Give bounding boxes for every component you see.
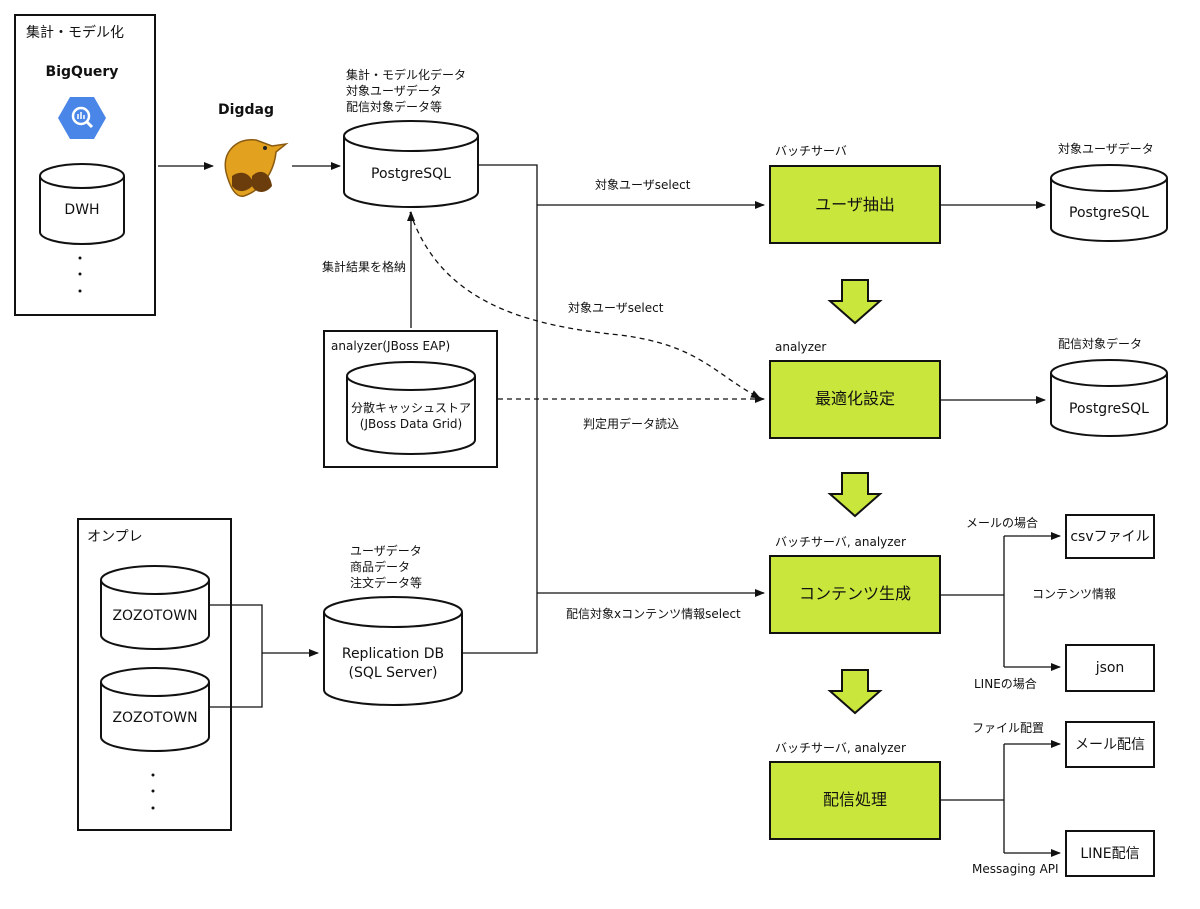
cache-label-1: 分散キャッシュストア [351, 400, 471, 415]
target-postgres-cylinder: PostgreSQL [1050, 164, 1168, 242]
data-bus-line [462, 164, 538, 654]
digdag-label: Digdag [218, 102, 274, 118]
line-delivery-box: LINE配信 [1065, 830, 1155, 877]
aggregation-ellipsis [78, 256, 82, 293]
dwh-cylinder: DWH [39, 163, 125, 245]
cache-label-2: (JBoss Data Grid) [360, 417, 462, 431]
process-generate: コンテンツ生成 [769, 555, 941, 634]
json-box: json [1065, 644, 1155, 692]
central-pg-note-1: 集計・モデル化データ [346, 67, 466, 82]
content-select-label: 配信対象xコンテンツ情報select [566, 607, 741, 621]
central-pg-label: PostgreSQL [371, 166, 451, 182]
csv-file-box: csvファイル [1065, 514, 1155, 559]
process-deliver: 配信処理 [769, 761, 941, 840]
generate-host-label: バッチサーバ, analyzer [775, 535, 906, 549]
delivery-pg-title: 配信対象データ [1058, 336, 1142, 351]
process-optimize: 最適化設定 [769, 360, 941, 439]
zozotown-label-1: ZOZOTOWN [112, 608, 197, 624]
json-label: json [1095, 660, 1125, 676]
target-select-label-2: 対象ユーザselect [568, 301, 664, 315]
csv-label: csvファイル [1070, 529, 1149, 545]
dwh-label: DWH [64, 202, 99, 218]
flow-arrow-3 [827, 669, 883, 715]
replication-db-notes: ユーザデータ 商品データ 注文データ等 [350, 543, 422, 590]
replication-note-3: 注文データ等 [350, 575, 422, 590]
zozotown-db-1: ZOZOTOWN [100, 565, 210, 650]
bigquery-label: BigQuery [46, 64, 119, 80]
cache-store-cylinder: 分散キャッシュストア (JBoss Data Grid) [346, 361, 476, 455]
flow-arrow-1 [827, 279, 883, 325]
digdag-bird-icon [224, 139, 289, 197]
zozotown-label-2: ZOZOTOWN [112, 710, 197, 726]
edge-zozotown-merge [210, 604, 263, 708]
replication-label-1: Replication DB [342, 646, 444, 662]
central-postgres-cylinder: PostgreSQL [343, 120, 479, 208]
replication-db-cylinder: Replication DB (SQL Server) [323, 596, 463, 706]
aggregation-title: 集計・モデル化 [26, 24, 124, 41]
digdag-node: Digdag [218, 102, 289, 197]
replication-note-1: ユーザデータ [350, 543, 422, 558]
content-info-label: コンテンツ情報 [1032, 587, 1116, 601]
target-select-label-1: 対象ユーザselect [595, 178, 691, 192]
json-edge-label: LINEの場合 [974, 676, 1037, 691]
aggregation-container: 集計・モデル化 BigQuery DWH [14, 14, 156, 316]
process-user-extract: ユーザ抽出 [769, 165, 941, 244]
deliver-label: 配信処理 [823, 790, 887, 809]
zozotown-db-2: ZOZOTOWN [100, 667, 210, 752]
delivery-postgres-cylinder: PostgreSQL [1050, 359, 1168, 437]
mail-label: メール配信 [1075, 737, 1145, 753]
extract-host-label: バッチサーバ [775, 144, 847, 158]
onpre-ellipsis [151, 773, 155, 810]
bigquery-icon [58, 97, 106, 139]
csv-edge-label: メールの場合 [966, 515, 1038, 530]
judgment-read-label: 判定用データ読込 [583, 416, 679, 431]
optimize-label: 最適化設定 [815, 389, 895, 408]
mail-delivery-box: メール配信 [1065, 721, 1155, 768]
optimize-host-label: analyzer [775, 340, 826, 354]
target-pg-label: PostgreSQL [1069, 205, 1149, 221]
deliver-host-label: バッチサーバ, analyzer [775, 741, 906, 755]
central-pg-note-3: 配信対象データ等 [346, 99, 442, 114]
onpre-container: オンプレ ZOZOTOWN ZOZOTOWN [77, 518, 232, 831]
analyzer-title: analyzer(JBoss EAP) [331, 339, 450, 353]
store-results-label: 集計結果を格納 [322, 259, 406, 274]
replication-label-2: (SQL Server) [349, 665, 438, 681]
flow-arrow-2 [827, 472, 883, 518]
line-label: LINE配信 [1080, 846, 1139, 862]
replication-note-2: 商品データ [350, 559, 410, 574]
line-edge-label: Messaging API [972, 862, 1059, 876]
onpre-title: オンプレ [87, 529, 143, 545]
extract-label: ユーザ抽出 [815, 195, 895, 214]
generate-label: コンテンツ生成 [799, 584, 911, 603]
analyzer-container: analyzer(JBoss EAP) 分散キャッシュストア (JBoss Da… [323, 330, 498, 468]
target-pg-title: 対象ユーザデータ [1058, 141, 1154, 156]
central-postgres-notes: 集計・モデル化データ 対象ユーザデータ 配信対象データ等 [346, 67, 466, 114]
delivery-pg-label: PostgreSQL [1069, 401, 1149, 417]
mail-edge-label: ファイル配置 [972, 721, 1044, 735]
central-pg-note-2: 対象ユーザデータ [346, 83, 442, 98]
